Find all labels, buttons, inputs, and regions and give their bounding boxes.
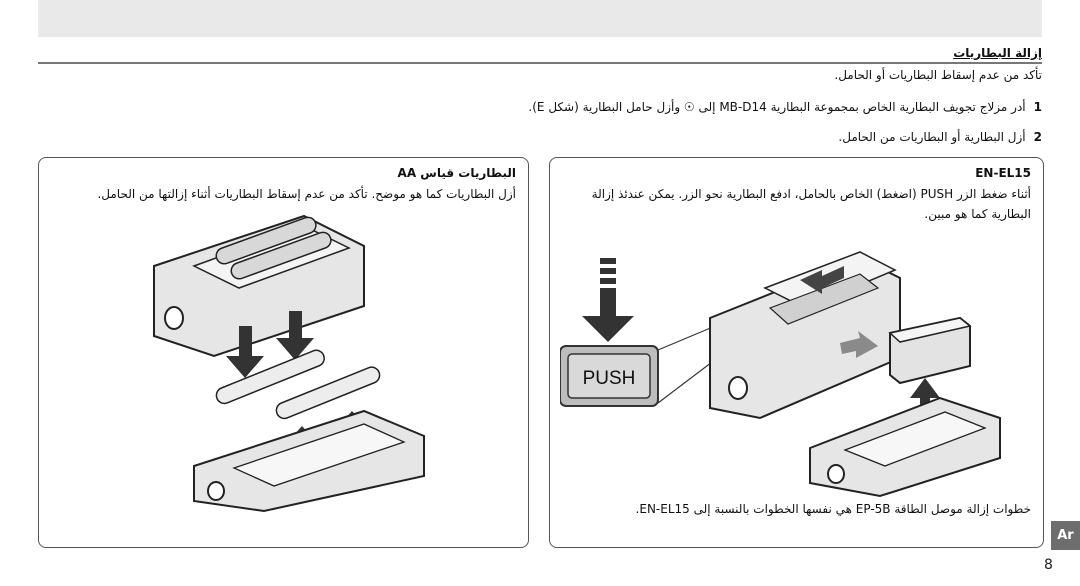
section-intro: تأكد من عدم إسقاط البطاريات أو الحامل. (834, 68, 1042, 82)
en-el15-body-line-2: البطارية كما هو مبين. (924, 207, 1031, 221)
step-number: 1 (1033, 100, 1042, 114)
page-number: 8 (1044, 557, 1053, 573)
en-el15-body-line-1: أثناء ضغط الزر PUSH (اضغط) الخاص بالحامل… (591, 187, 1031, 201)
language-tab: Ar (1051, 521, 1080, 550)
en-el15-box: EN-EL15 أثناء ضغط الزر PUSH (اضغط) الخاص… (549, 157, 1044, 548)
en-el15-title: EN-EL15 (975, 166, 1031, 180)
aa-batteries-box: البطاريات قياس AA أزل البطاريات كما هو م… (38, 157, 529, 548)
step-text: أدر مزلاج تجويف البطارية الخاص بمجموعة ا… (528, 100, 1026, 114)
push-label: PUSH (583, 368, 636, 389)
aa-body: أزل البطاريات كما هو موضح. تأكد من عدم إ… (97, 187, 516, 201)
step-number: 2 (1033, 130, 1042, 144)
aa-title: البطاريات قياس AA (397, 166, 516, 180)
title-rule (38, 62, 1042, 64)
section-title: إزالة البطاريات (953, 46, 1042, 60)
step-2: 2 أزل البطارية أو البطاريات من الحامل. (42, 130, 1042, 144)
header-band (38, 0, 1042, 37)
step-1: 1 أدر مزلاج تجويف البطارية الخاص بمجموعة … (42, 100, 1042, 114)
en-el15-removal-illustration: PUSH (560, 251, 1001, 498)
en-el15-body: أثناء ضغط الزر PUSH (اضغط) الخاص بالحامل… (561, 184, 1031, 224)
step-text: أزل البطارية أو البطاريات من الحامل. (838, 130, 1026, 144)
en-el15-footnote: خطوات إزالة موصل الطاقة EP-5B هي نفسها ا… (635, 502, 1031, 516)
aa-removal-illustration (153, 214, 425, 513)
